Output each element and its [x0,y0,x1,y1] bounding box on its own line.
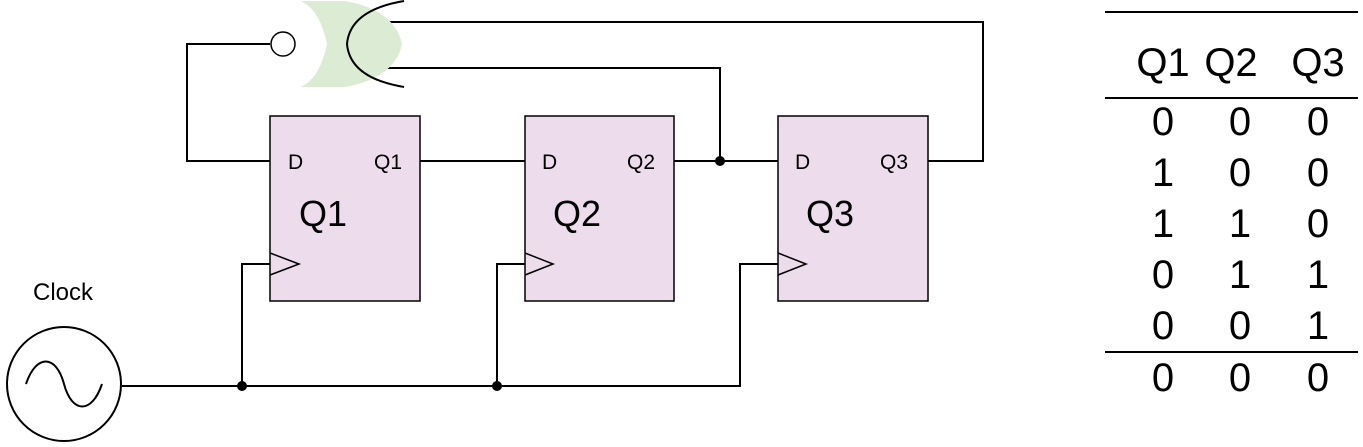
clock-source: Clock [6,279,122,442]
table-cell: 1 [1152,202,1174,246]
state-table: Q1 Q2 Q3 0 0 0 1 0 0 1 1 0 0 1 1 0 0 1 0… [1105,11,1358,400]
wire-q3-to-nor [364,21,984,162]
wire-q2-to-nor [364,67,721,161]
ff-q1-d-pin: D [288,151,303,174]
ff-q3-clock-triangle [777,252,809,276]
table-cell: 0 [1152,253,1174,297]
table-cell: 0 [1229,100,1251,144]
sine-wave-icon [25,360,103,408]
wire-clock-q1 [241,263,270,386]
ff-q1-q-pin: Q1 [374,151,402,174]
table-header-q2: Q2 [1204,41,1257,85]
ff-q3-q-pin: Q3 [880,151,908,174]
wire-nor-to-q1-d [186,43,270,162]
table-cell: 1 [1229,253,1251,297]
wire-clock-q2 [496,263,525,386]
ff-q1-name: Q1 [299,193,347,234]
nor-inversion-bubble [270,31,296,57]
table-cell: 0 [1307,151,1329,195]
clock-label: Clock [33,279,94,306]
ff-q3-name: Q3 [806,193,854,234]
table-cell: 0 [1152,100,1174,144]
nor-gate-body [301,1,402,87]
table-cell: 0 [1307,202,1329,246]
ff-q2-name: Q2 [553,193,601,234]
flip-flop-q2: D Q2 Q2 [524,115,675,302]
table-cell: 1 [1229,202,1251,246]
junction-dot-q2 [715,156,725,166]
nor-gate [270,0,405,88]
table-final-cell: 0 [1152,356,1174,400]
ff-q1-clock-triangle [269,252,302,276]
flip-flop-q1: D Q1 Q1 [269,115,421,302]
table-cell: 0 [1152,304,1174,348]
wires [122,21,984,387]
table-final-cell: 0 [1229,356,1251,400]
table-cell: 0 [1229,304,1251,348]
table-cell: 0 [1229,151,1251,195]
table-cell: 0 [1307,100,1329,144]
flip-flop-q3: D Q3 Q3 [777,115,929,302]
ff-q2-clock-triangle [524,252,556,276]
ff-q2-q-pin: Q2 [627,151,655,174]
table-header-q1: Q1 [1136,41,1189,85]
ff-q2-d-pin: D [542,151,557,174]
ff-q3-d-pin: D [795,151,810,174]
table-cell: 1 [1152,151,1174,195]
table-cell: 1 [1307,304,1329,348]
table-header-q3: Q3 [1291,41,1344,85]
wire-clock-q3 [497,263,778,387]
nor-gate-outline [345,0,405,88]
junction-dot-clock-q2 [492,381,502,391]
table-final-cell: 0 [1307,356,1329,400]
junction-dot-clock-q1 [237,381,247,391]
table-cell: 1 [1307,253,1329,297]
